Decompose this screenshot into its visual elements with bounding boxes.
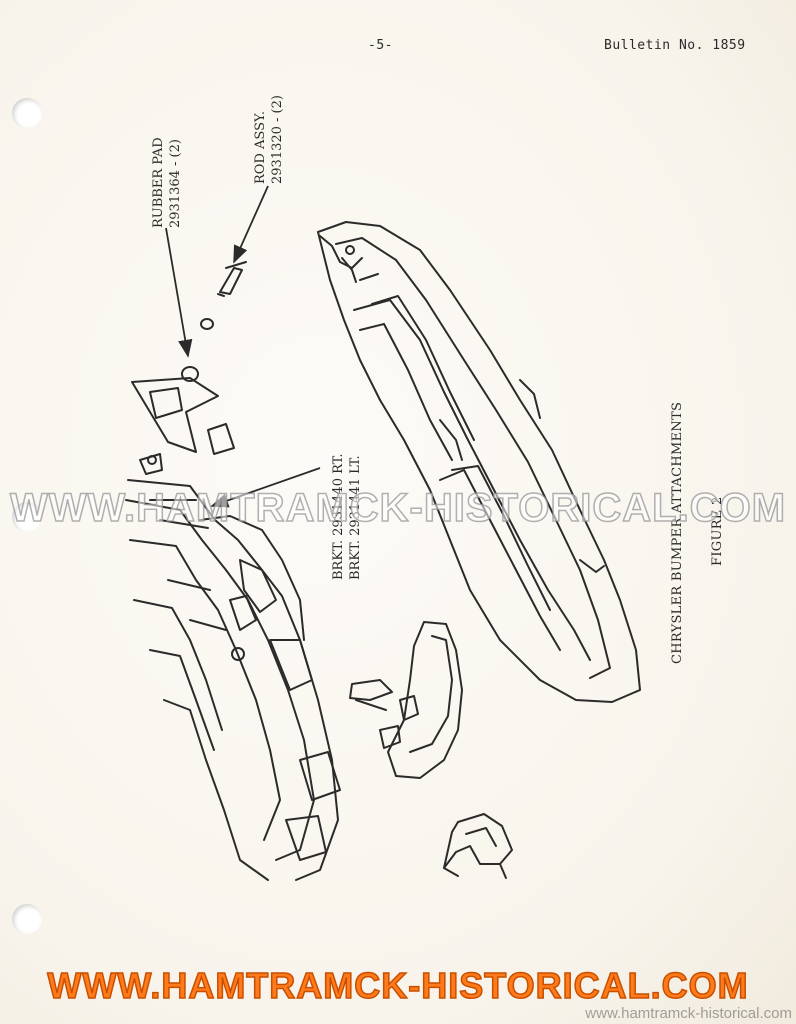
rubber-pad-label: RUBBER PAD: [151, 137, 166, 228]
rubber-pad-leader: [165, 227, 193, 358]
rod-assembly-drawing: [217, 261, 247, 297]
watermark-bottom: WWW.HAMTRAMCK-HISTORICAL.COM: [47, 964, 749, 1007]
rod-assy-part-number: 2931320 - (2): [270, 95, 285, 184]
bracket-leader: [210, 467, 321, 508]
rod-assy-label: ROD ASSY.: [253, 110, 268, 184]
watermark-center: WWW.HAMTRAMCK-HISTORICAL.COM: [9, 485, 787, 531]
end-bracket-drawing: [443, 813, 513, 879]
figure-caption: CHRYSLER BUMPER ATTACHMENTS: [670, 401, 685, 664]
bulletin-number: Bulletin No. 1859: [604, 38, 746, 53]
bumper-bar-drawing: [317, 221, 641, 703]
binder-hole-top: [12, 98, 42, 128]
frame-rail-drawing: [125, 377, 341, 881]
rubber-pad-drawing: [181, 318, 214, 382]
watermark-corner: www.hamtramck-historical.com: [585, 1005, 792, 1022]
rubber-pad-part-number: 2931364 - (2): [168, 139, 183, 228]
binder-hole-bottom: [12, 904, 42, 934]
lower-bracket-drawing: [349, 621, 463, 779]
rod-assy-leader: [233, 185, 269, 264]
rod-assy-callout: ROD ASSY. 2931320 - (2): [252, 95, 286, 184]
rubber-pad-callout: RUBBER PAD 2931364 - (2): [150, 137, 184, 228]
page-number: -5-: [368, 38, 393, 53]
binder-hole-middle: [12, 502, 42, 532]
